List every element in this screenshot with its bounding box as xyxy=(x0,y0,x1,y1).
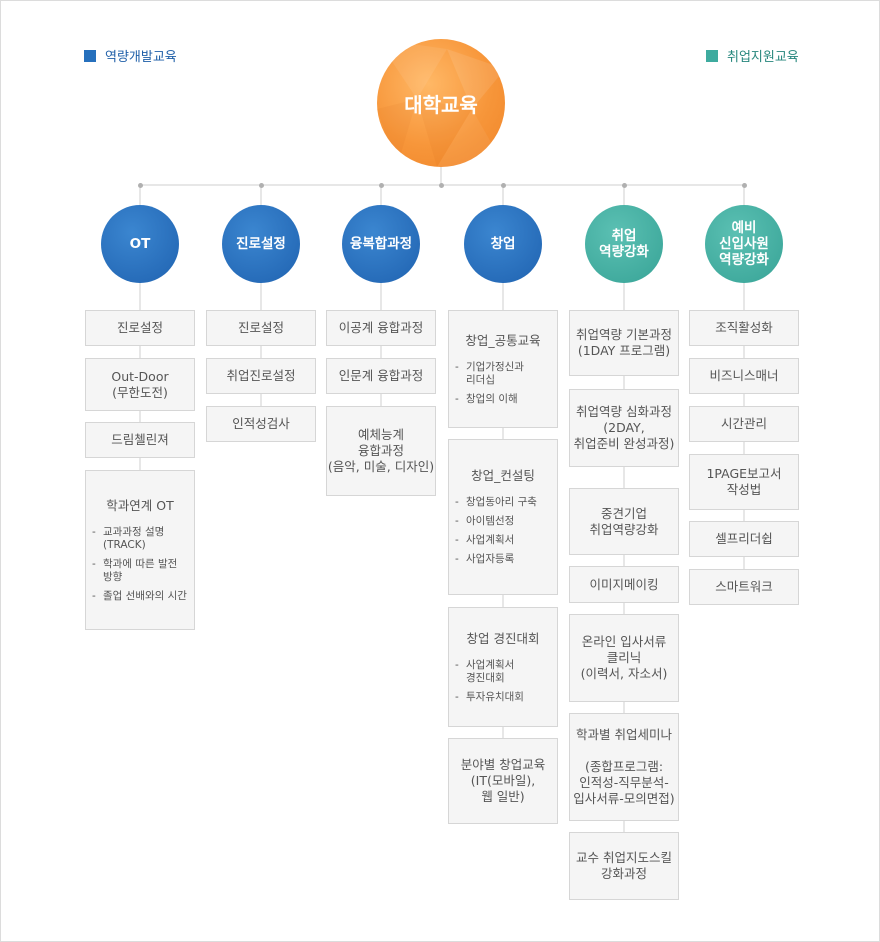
legend-label: 역량개발교육 xyxy=(105,50,177,65)
item-title: 취업역량 심화과정 (2DAY, 취업준비 완성과정) xyxy=(573,404,675,451)
root-label: 대학교육 xyxy=(404,92,478,117)
connector-dot xyxy=(438,182,444,188)
category-career: 진로설정 xyxy=(222,205,300,283)
item-title: 취업역량 기본과정 (1DAY 프로그램) xyxy=(576,327,672,358)
category-startup: 창업 xyxy=(464,205,542,283)
item-title: 1PAGE보고서 작성법 xyxy=(706,466,782,497)
item-title: 드림첼린져 xyxy=(111,432,169,447)
legend-swatch-blue xyxy=(84,49,96,62)
legend-swatch-teal xyxy=(706,49,718,62)
item-title: 학과연계 OT xyxy=(106,497,174,513)
item-box: 비즈니스매너 xyxy=(689,358,799,394)
item-title: 인적성검사 xyxy=(232,416,290,431)
bullet-item: 졸업 선배와의 시간 xyxy=(86,590,194,603)
item-title: 인문계 융합과정 xyxy=(338,368,424,383)
item-box: 스마트워크 xyxy=(689,569,799,605)
bullet-item: 교과과정 설명 (TRACK) xyxy=(86,526,194,552)
item-title: 교수 취업지도스킬 강화과정 xyxy=(576,850,672,881)
item-title: 이미지메이킹 xyxy=(589,576,659,592)
item-box: 셀프리더쉽 xyxy=(689,521,799,557)
item-title: 학과별 취업세미나 (종합프로그램: 인적성-직무분석- 입사서류-모의면접) xyxy=(573,727,675,806)
category-employment: 취업 역량강화 xyxy=(585,205,663,283)
bullet-item: 사업계획서 경진대회 xyxy=(449,659,557,685)
item-title: 셀프리더쉽 xyxy=(715,531,773,546)
root-node: 대학교육 xyxy=(377,39,505,167)
item-bullets: 창업동아리 구축아이템선정사업계획서사업자등록 xyxy=(449,490,557,566)
item-title: 창업 경진대회 xyxy=(466,630,540,646)
legend-label: 취업지원교육 xyxy=(727,50,799,65)
category-newhire: 예비 신입사원 역량강화 xyxy=(705,205,783,283)
item-box: Out-Door (무한도전) xyxy=(85,358,195,411)
item-box: 창업_컨설팅창업동아리 구축아이템선정사업계획서사업자등록 xyxy=(448,439,558,595)
bullet-item: 투자유치대회 xyxy=(449,691,557,704)
item-title: 시간관리 xyxy=(720,416,767,431)
item-box: 인문계 융합과정 xyxy=(326,358,436,394)
bullet-item: 사업자등록 xyxy=(449,553,557,566)
item-box: 취업진로설정 xyxy=(206,358,316,394)
item-box: 이미지메이킹 xyxy=(569,566,679,603)
item-box: 학과연계 OT 교과과정 설명 (TRACK) 학과에 따른 발전 방향졸업 선배와… xyxy=(85,470,195,630)
item-title: 창업_컨설팅 xyxy=(471,468,535,483)
connector-dot xyxy=(378,182,384,188)
item-box: 진로설정 xyxy=(206,310,316,346)
item-bullets: 교과과정 설명 (TRACK) 학과에 따른 발전 방향졸업 선배와의 시간 xyxy=(86,520,194,603)
connector-dot xyxy=(137,182,143,188)
bullet-item: 학과에 따른 발전 방향 xyxy=(86,558,194,584)
root-texture xyxy=(377,39,505,167)
category-ot: OT xyxy=(101,205,179,283)
item-bullets: 사업계획서 경진대회투자유치대회 xyxy=(449,653,557,704)
item-title: 진로설정 xyxy=(237,320,284,335)
item-title: 진로설정 xyxy=(116,320,163,335)
item-title: Out-Door (무한도전) xyxy=(111,368,169,400)
item-box: 취업역량 기본과정 (1DAY 프로그램) xyxy=(569,310,679,376)
item-title: 이공계 융합과정 xyxy=(338,320,424,335)
item-title: 비즈니스매너 xyxy=(709,368,779,383)
legend-employment: 취업지원교육 xyxy=(706,46,799,65)
item-title: 온라인 입사서류 클리닉 (이력서, 자소서) xyxy=(580,634,668,681)
connector-dot xyxy=(258,182,264,188)
category-convergence: 융복합과정 xyxy=(342,205,420,283)
item-box: 1PAGE보고서 작성법 xyxy=(689,454,799,510)
item-box: 이공계 융합과정 xyxy=(326,310,436,346)
item-box: 중견기업 취업역량강화 xyxy=(569,488,679,555)
item-title: 창업_공통교육 xyxy=(465,332,541,348)
item-title: 예체능계 융합과정 (음악, 미술, 디자인) xyxy=(327,427,435,474)
item-box: 인적성검사 xyxy=(206,406,316,442)
item-box: 분야별 창업교육 (IT(모바일), 웹 일반) xyxy=(448,738,558,824)
item-box: 온라인 입사서류 클리닉 (이력서, 자소서) xyxy=(569,614,679,702)
bullet-item: 기업가정신과 리더십 xyxy=(449,361,557,387)
item-box: 진로설정 xyxy=(85,310,195,346)
legend-capability: 역량개발교육 xyxy=(84,46,177,65)
bullet-item: 창업동아리 구축 xyxy=(449,496,557,509)
bullet-item: 아이템선정 xyxy=(449,515,557,528)
connector-dot xyxy=(741,182,747,188)
item-box: 창업_공통교육기업가정신과 리더십창업의 이해 xyxy=(448,310,558,428)
item-box: 학과별 취업세미나 (종합프로그램: 인적성-직무분석- 입사서류-모의면접) xyxy=(569,713,679,821)
item-box: 시간관리 xyxy=(689,406,799,442)
bullet-item: 창업의 이해 xyxy=(449,393,557,406)
item-box: 조직활성화 xyxy=(689,310,799,346)
item-title: 조직활성화 xyxy=(715,320,773,335)
item-title: 스마트워크 xyxy=(715,579,773,594)
bullet-item: 사업계획서 xyxy=(449,534,557,547)
connector-dot xyxy=(500,182,506,188)
item-title: 중견기업 취업역량강화 xyxy=(589,505,659,537)
item-title: 분야별 창업교육 (IT(모바일), 웹 일반) xyxy=(460,757,546,804)
item-box: 취업역량 심화과정 (2DAY, 취업준비 완성과정) xyxy=(569,389,679,467)
item-bullets: 기업가정신과 리더십창업의 이해 xyxy=(449,355,557,406)
item-box: 교수 취업지도스킬 강화과정 xyxy=(569,832,679,900)
item-box: 예체능계 융합과정 (음악, 미술, 디자인) xyxy=(326,406,436,496)
item-box: 드림첼린져 xyxy=(85,422,195,458)
item-box: 창업 경진대회사업계획서 경진대회투자유치대회 xyxy=(448,607,558,727)
connector-dot xyxy=(621,182,627,188)
item-title: 취업진로설정 xyxy=(226,368,296,383)
